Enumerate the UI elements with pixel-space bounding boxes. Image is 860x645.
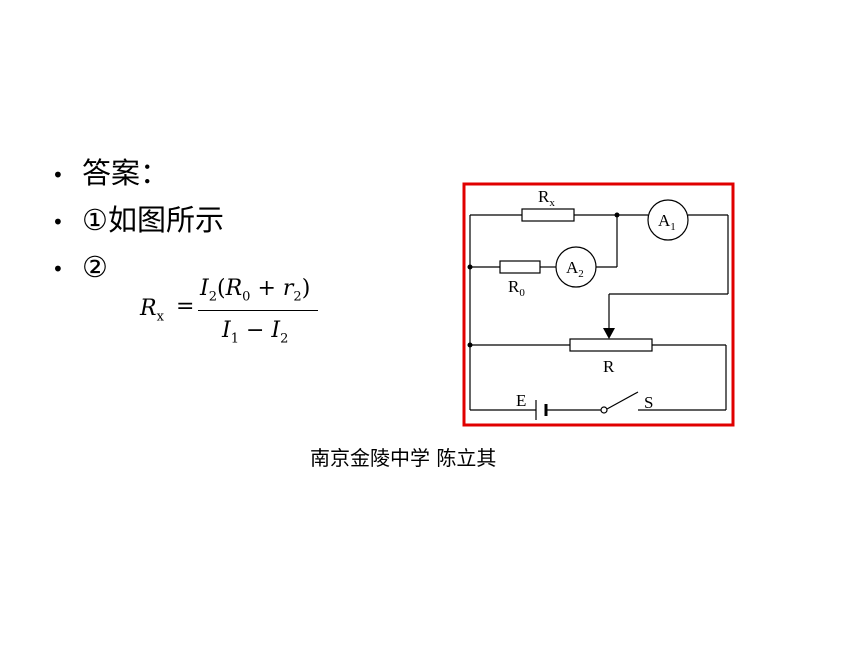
bullet-marker: • — [52, 209, 64, 234]
junction-dot — [614, 212, 620, 218]
formula-numerator: I2(R0 + r2) — [200, 276, 311, 305]
formula-lhs: Rx — [140, 296, 164, 325]
label-rx: Rx — [538, 187, 555, 209]
rheostat-r — [569, 338, 653, 352]
bullet-text: ② — [82, 250, 108, 284]
label-s: S — [644, 393, 653, 412]
label-r0: R0 — [508, 277, 525, 299]
switch-contact — [600, 406, 608, 414]
junction-dot — [467, 264, 473, 270]
label-e: E — [516, 391, 526, 410]
rx-formula: Rx = I2(R0 + r2) I1 − I2 — [140, 274, 330, 354]
slider-arrow-icon — [603, 328, 615, 339]
label-a2: A2 — [566, 258, 584, 280]
formula-equals: = — [176, 294, 195, 319]
bullet-answer-heading: • 答案： — [52, 150, 224, 197]
fraction-bar — [198, 310, 318, 311]
bullet-text: 答案： — [82, 156, 170, 190]
label-r: R — [603, 357, 615, 376]
bullet-marker: • — [52, 256, 64, 281]
bullet-marker: • — [52, 162, 64, 187]
answer-bullet-list: •答案： •①如图所示 •② — [52, 150, 224, 291]
bullet-text: ①如图所示 — [82, 203, 224, 237]
formula-denominator: I1 − I2 — [222, 318, 289, 347]
bullet-part-1: • ①如图所示 — [52, 197, 224, 244]
resistor-r0 — [499, 260, 541, 274]
circuit-diagram: Rx A1 A2 R0 R E S — [462, 182, 735, 427]
resistor-rx — [521, 208, 575, 222]
ammeter-a1 — [647, 199, 689, 241]
bullet-part-2: •② — [52, 244, 224, 291]
label-a1: A1 — [658, 211, 676, 233]
circuit-wires — [469, 199, 729, 411]
circuit-border — [462, 182, 735, 427]
junction-dot — [467, 342, 473, 348]
author-credit: 南京金陵中学 陈立其 — [310, 446, 497, 470]
switch-s — [606, 391, 639, 410]
